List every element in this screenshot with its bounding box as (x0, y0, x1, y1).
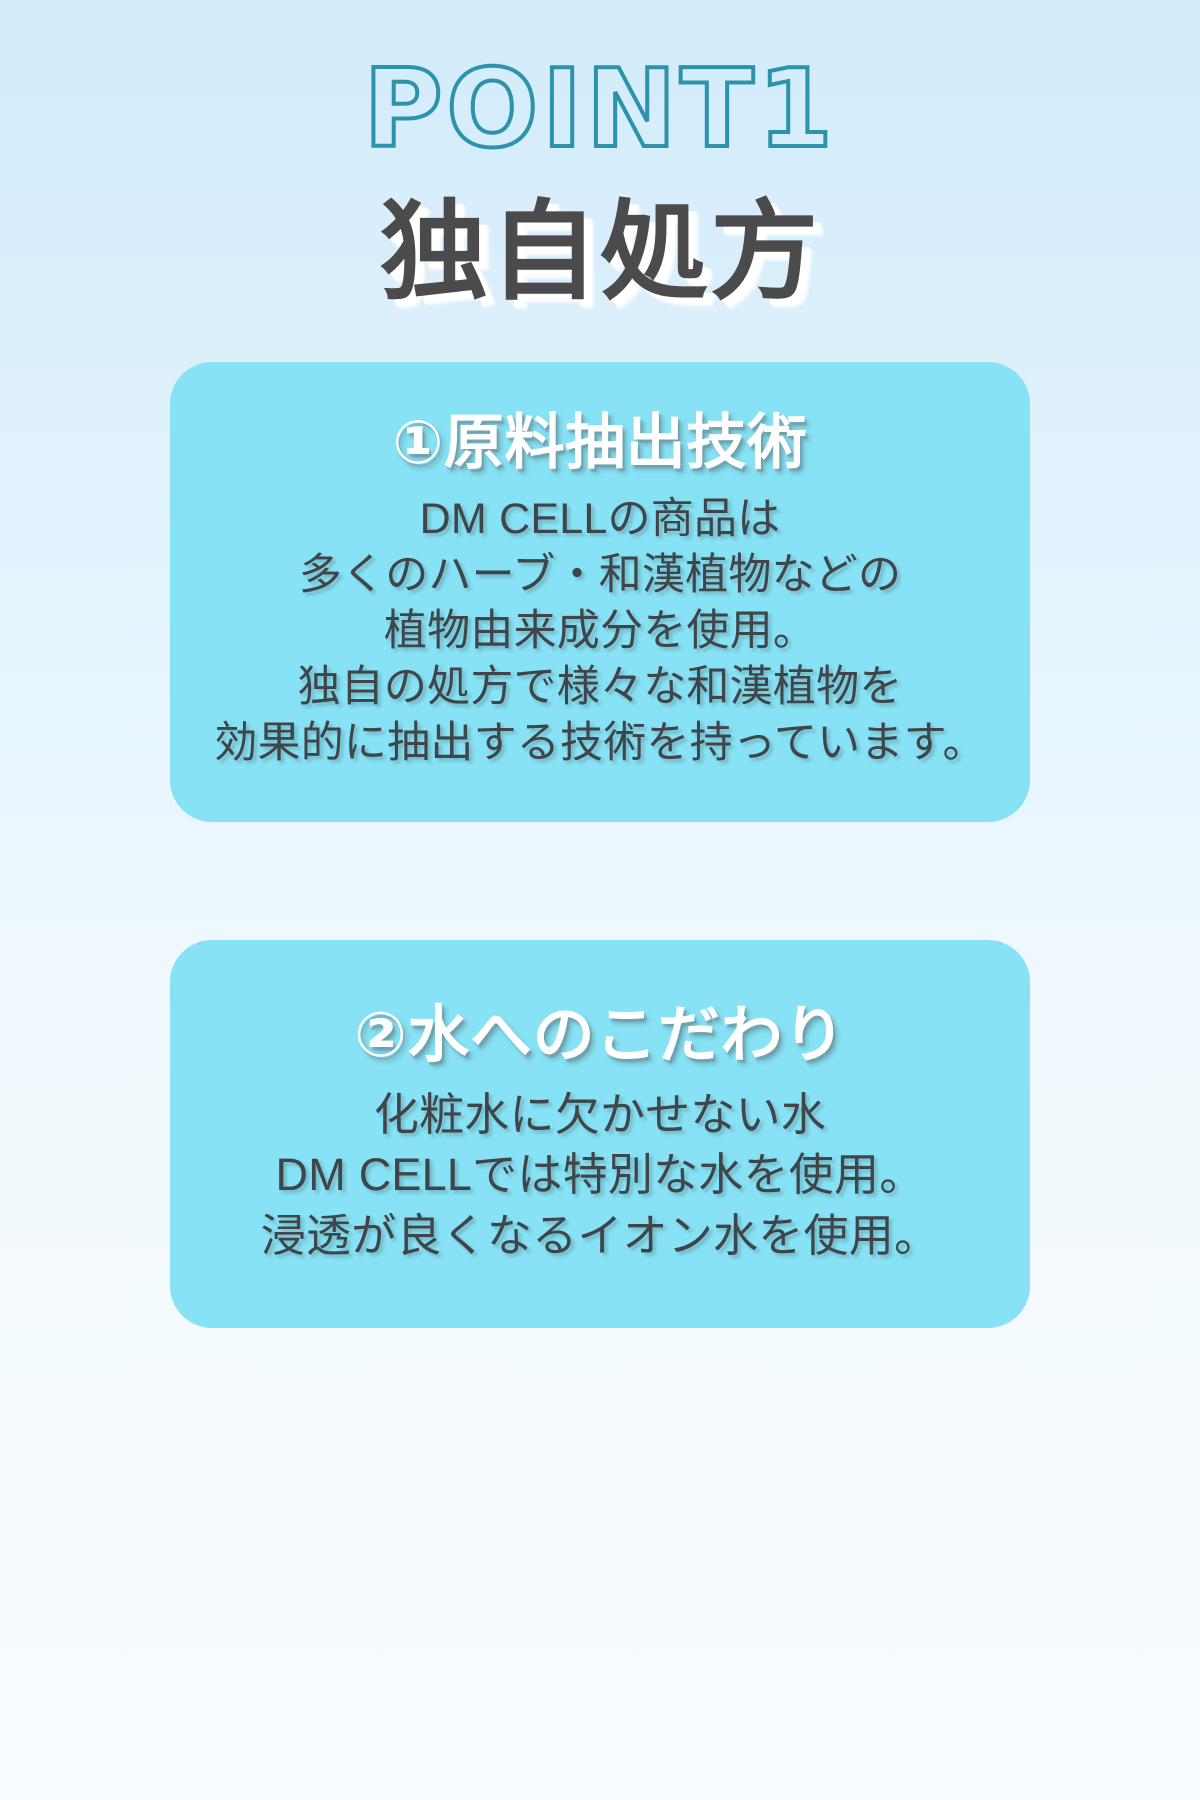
point-label: POINT1 (361, 47, 837, 172)
feature-card-1: ①原料抽出技術 DM CELLの商品は 多くのハーブ・和漢植物などの 植物由来成… (170, 361, 1030, 822)
poster-header: POINT1 独自処方 (0, 0, 1200, 314)
feature-card-2-title: ②水へのこだわり (354, 997, 846, 1071)
body-line: DM CELLの商品は (419, 495, 781, 544)
body-line: 化粧水に欠かせない水 (373, 1088, 827, 1140)
feature-card-2: ②水へのこだわり 化粧水に欠かせない水 DM CELLでは特別な水を使用。 浸透… (170, 939, 1030, 1328)
body-line: 独自の処方で様々な和漢植物を (297, 663, 903, 712)
body-line: 多くのハーブ・和漢植物などの (298, 551, 902, 600)
body-line: 浸透が良くなるイオン水を使用。 (260, 1209, 940, 1261)
feature-card-2-body: 化粧水に欠かせない水 DM CELLでは特別な水を使用。 浸透が良くなるイオン水… (194, 1085, 1006, 1266)
body-line: 効果的に抽出する技術を持っています。 (214, 718, 986, 767)
body-line: 植物由来成分を使用。 (383, 607, 817, 656)
body-line: DM CELLでは特別な水を使用。 (275, 1149, 925, 1201)
feature-card-1-body: DM CELLの商品は 多くのハーブ・和漢植物などの 植物由来成分を使用。 独自… (194, 492, 1006, 771)
page-title: 独自処方 (379, 189, 821, 315)
feature-card-1-title: ①原料抽出技術 (392, 407, 808, 478)
feature-card-list: ①原料抽出技術 DM CELLの商品は 多くのハーブ・和漢植物などの 植物由来成… (0, 361, 1200, 1328)
